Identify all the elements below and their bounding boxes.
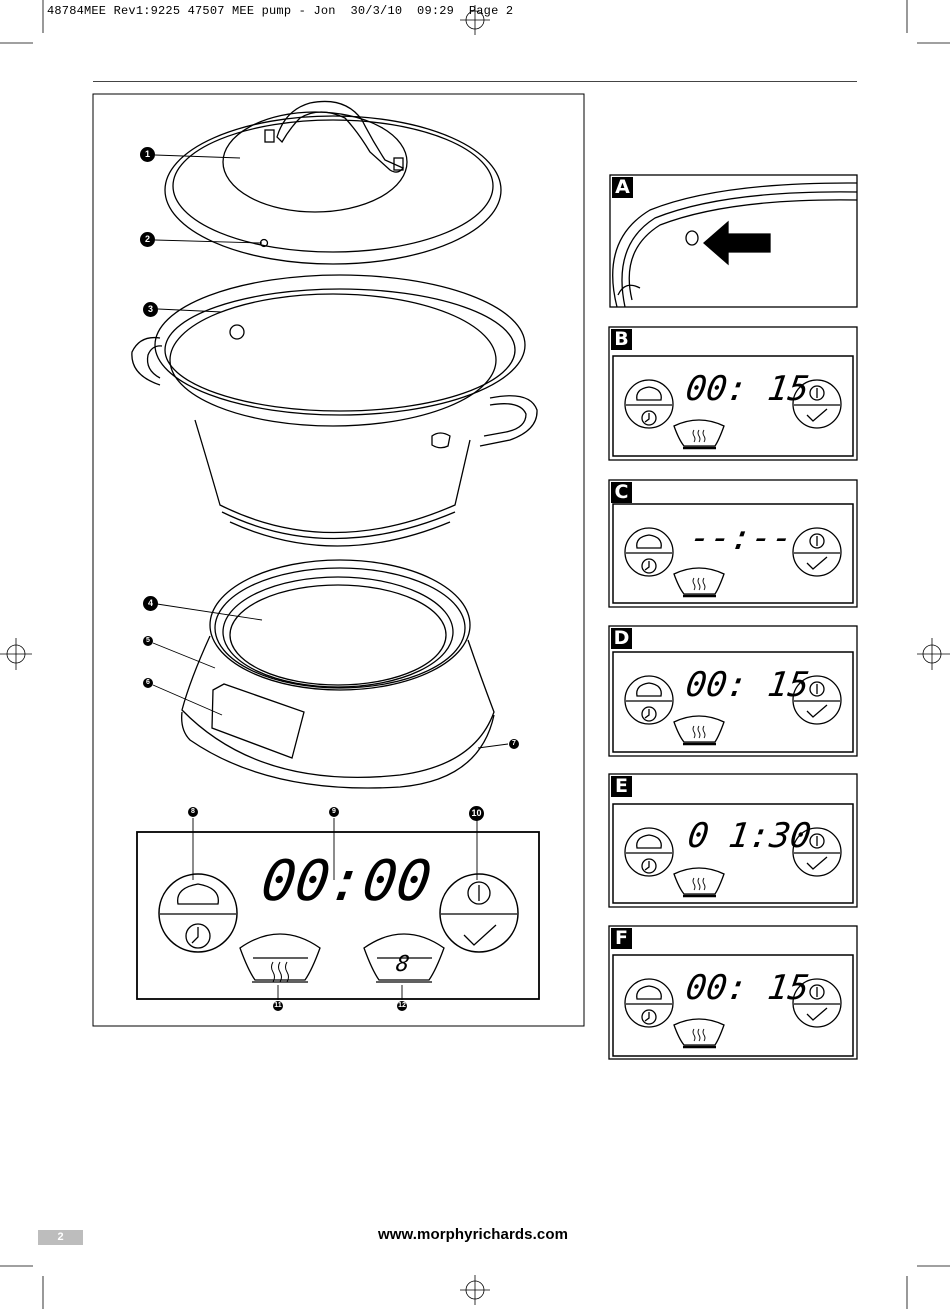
callout-2: 2 [140, 232, 155, 247]
panel-e-power-confirm-icon [792, 827, 842, 877]
panel-mini-controls [624, 379, 842, 1049]
panel-d-cook-timer-icon [624, 675, 674, 725]
panel-e-time: 0 1:30 [685, 816, 814, 856]
panel-c-cook-timer-icon [624, 527, 674, 577]
registration-mark-left [0, 638, 32, 670]
panel-f-cook-timer-icon [624, 978, 674, 1028]
panel-b-cook-timer-icon [624, 379, 674, 429]
panel-f-time: 00: 15 [683, 968, 812, 1008]
registration-mark-top [460, 5, 490, 35]
registration-mark-bottom [460, 1275, 490, 1305]
callout-7: 7 [509, 739, 519, 749]
panel-b-letter: B [611, 329, 632, 350]
print-slug-line: 48784MEE Rev1:9225 47507 MEE pump - Jon … [47, 4, 514, 18]
panel-d-letter: D [611, 628, 632, 649]
registration-mark-right [917, 638, 950, 670]
panel-b-time: 00: 15 [683, 369, 812, 409]
panel-a-drawing [609, 174, 858, 308]
panel-c-time: --:-- [687, 518, 796, 558]
callout-3: 3 [143, 302, 158, 317]
lid-drawing [164, 100, 502, 265]
callout-8: 8 [188, 807, 198, 817]
panel-f-letter: F [611, 928, 632, 949]
callout-11: 11 [273, 1001, 283, 1011]
panel-b-power-confirm-icon [792, 379, 842, 429]
callout-4: 4 [143, 596, 158, 611]
panel-d-heat-icon [673, 715, 725, 743]
panel-frames [608, 326, 858, 1060]
callout-9: 9 [329, 807, 339, 817]
panel-f-heat-icon [673, 1018, 725, 1046]
main-illustration-frame [92, 93, 585, 1027]
panel-d-time: 00: 15 [683, 665, 812, 705]
cooking-pot-drawing [131, 274, 538, 547]
main-control-panel [136, 831, 540, 1000]
panel-e-letter: E [611, 776, 632, 797]
panel-b-heat-icon [673, 419, 725, 447]
panel-c-heat-icon [673, 567, 725, 595]
panel-f-power-confirm-icon [792, 978, 842, 1028]
callout-10: 10 [469, 806, 484, 821]
panel-d-power-confirm-icon [792, 675, 842, 725]
panel-e-heat-icon [673, 867, 725, 895]
panel-c-power-confirm-icon [792, 527, 842, 577]
panel-c-letter: C [611, 482, 632, 503]
footer-website-url: www.morphyrichards.com [378, 1226, 569, 1243]
page-number-tab: 2 [38, 1230, 83, 1245]
callout-1: 1 [140, 147, 155, 162]
base-unit-drawing [181, 559, 495, 789]
callout-6: 6 [143, 678, 153, 688]
header-rule [93, 81, 857, 82]
panel-a-letter: A [612, 177, 633, 198]
callout-leaders [152, 154, 509, 1000]
panel-e-cook-timer-icon [624, 827, 674, 877]
main-time-display: 00:00 [257, 849, 436, 914]
callout-12: 12 [397, 1001, 407, 1011]
callout-5: 5 [143, 636, 153, 646]
